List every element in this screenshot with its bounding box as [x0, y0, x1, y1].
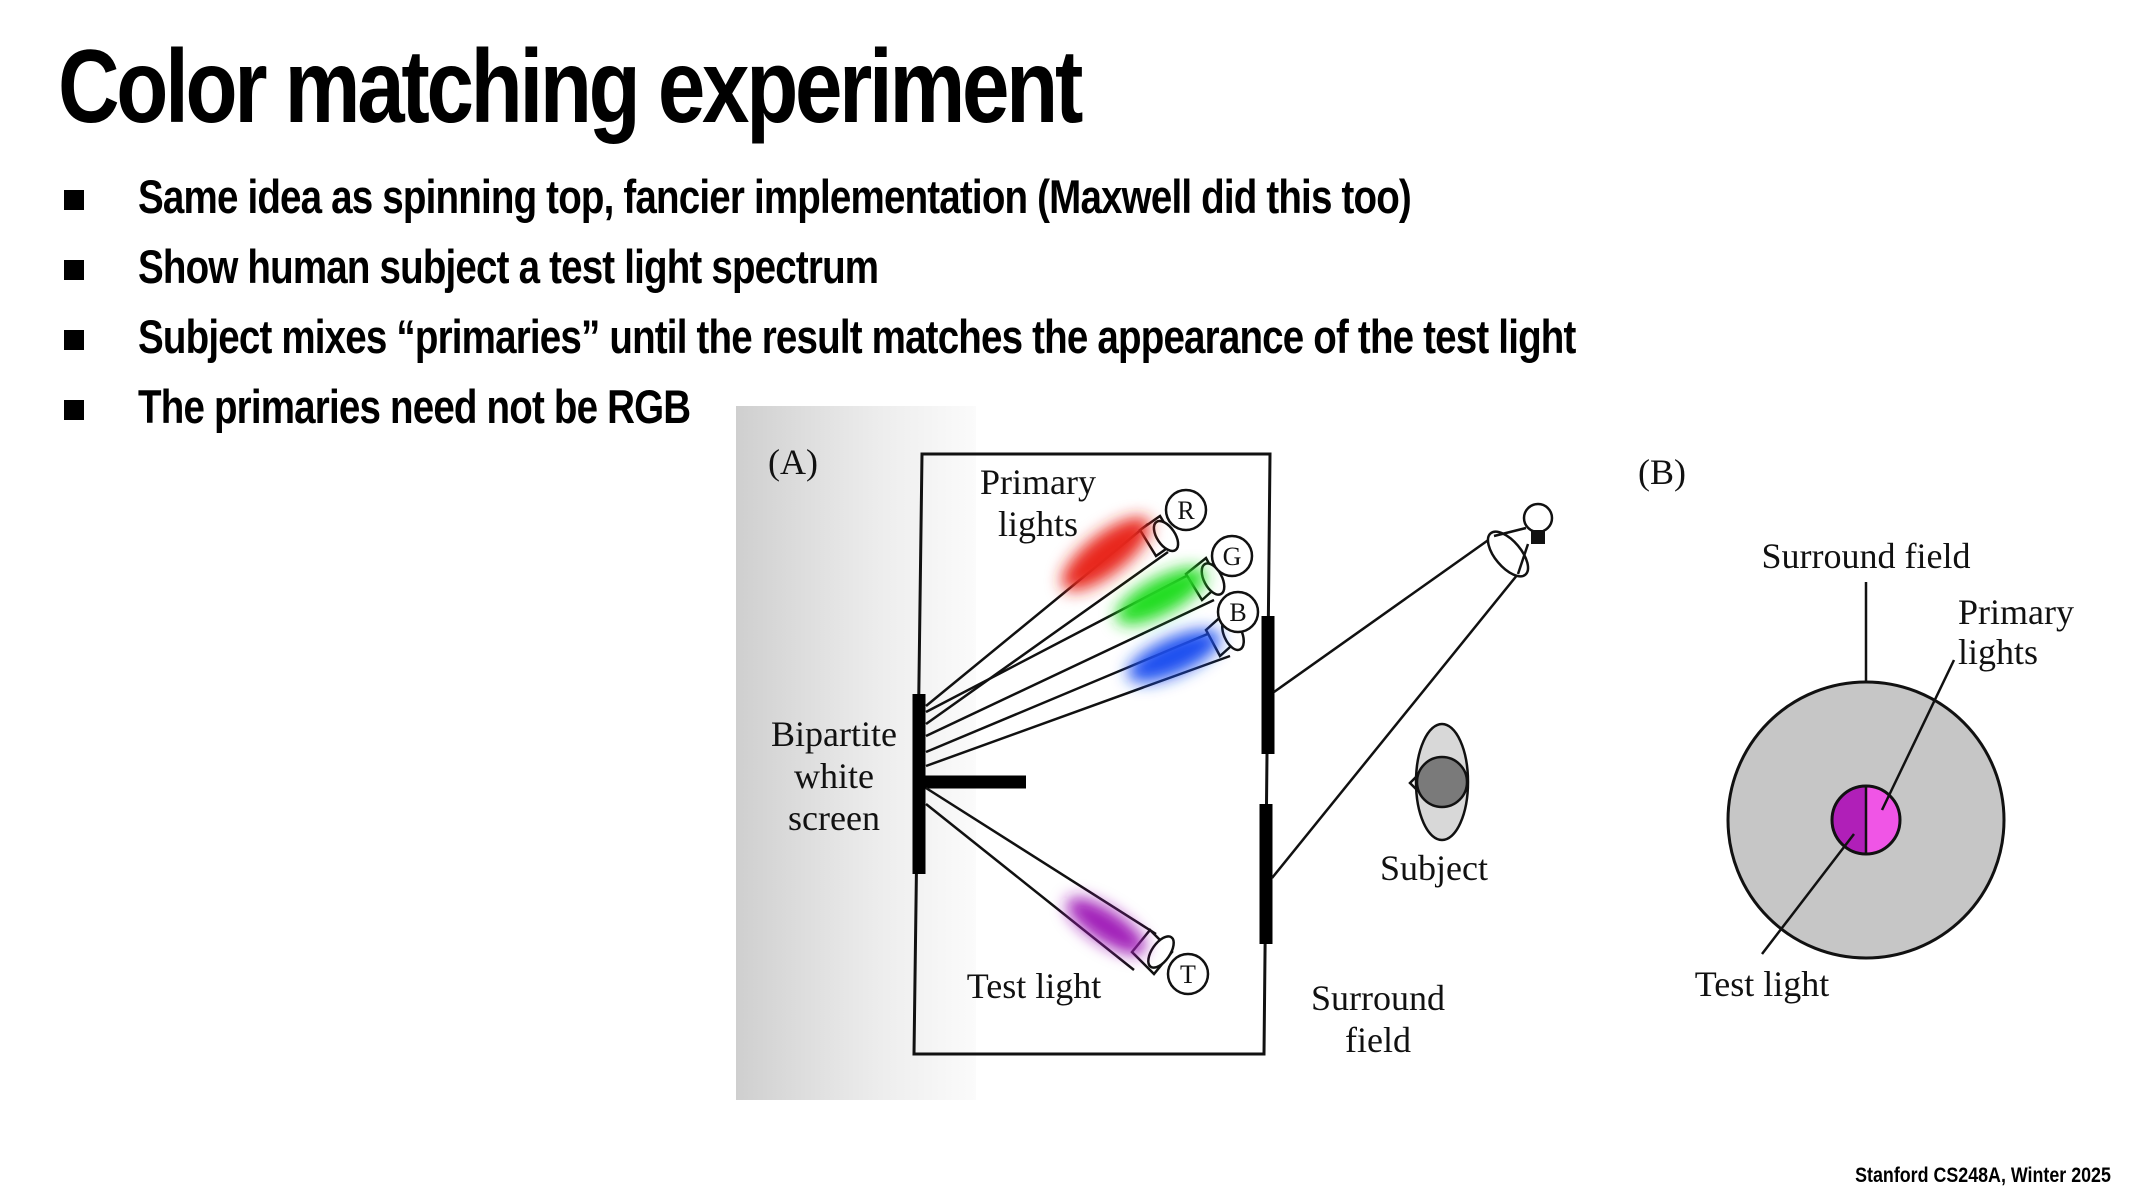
primary-half-field — [1866, 786, 1900, 854]
screen-label-line1: Bipartite — [771, 714, 897, 754]
panel-b-primary-label-line1: Primary — [1958, 592, 2074, 632]
lamp-glows — [1061, 517, 1221, 955]
screen-label-line3: screen — [788, 798, 880, 838]
square-bullet-icon — [64, 330, 84, 350]
primary-lights-label-line1: Primary — [980, 462, 1096, 502]
panel-b-leaders — [1761, 582, 1956, 955]
panel-b-label: (B) — [1638, 452, 1686, 492]
subject-head-icon — [1408, 722, 1470, 842]
surround-field-label: Surround field — [1762, 536, 1971, 576]
marker-t — [1166, 952, 1210, 996]
lamp-markers — [1164, 488, 1260, 996]
test-light-label: Test light — [967, 966, 1101, 1006]
primary-lights-label-line2: lights — [998, 504, 1078, 544]
panel-b-primary-label-line2: lights — [1958, 632, 2038, 672]
surround-label-line1: Surround — [1311, 978, 1445, 1018]
marker-g — [1210, 534, 1254, 578]
square-bullet-icon — [64, 400, 84, 420]
color-matching-figure: (A) R G — [736, 406, 2133, 1100]
square-bullet-icon — [64, 190, 84, 210]
subject-label: Subject — [1380, 848, 1488, 888]
panel-b-test-light-label: Test light — [1695, 964, 1829, 1004]
surround-lamp-cone — [1271, 526, 1530, 879]
marker-r — [1164, 488, 1208, 532]
test-half-field — [1832, 786, 1866, 854]
course-footer: Stanford CS248A, Winter 2025 — [1855, 1164, 2111, 1187]
screen-label-line2: white — [794, 756, 874, 796]
lamp-label-r: R — [1177, 496, 1195, 525]
lamp-label-g: G — [1223, 542, 1242, 571]
lamp-label-b: B — [1229, 598, 1246, 627]
figure-svg: (A) R G — [736, 406, 2074, 1100]
surround-label-line2: field — [1345, 1020, 1411, 1060]
square-bullet-icon — [64, 260, 84, 280]
scan-shading — [736, 406, 976, 1100]
lamp-label-t: T — [1180, 960, 1196, 989]
panel-a-label: (A) — [768, 442, 818, 482]
lightbulb-icon — [1522, 502, 1554, 544]
marker-b — [1216, 590, 1260, 634]
slide-title: Color matching experiment — [58, 29, 1083, 145]
